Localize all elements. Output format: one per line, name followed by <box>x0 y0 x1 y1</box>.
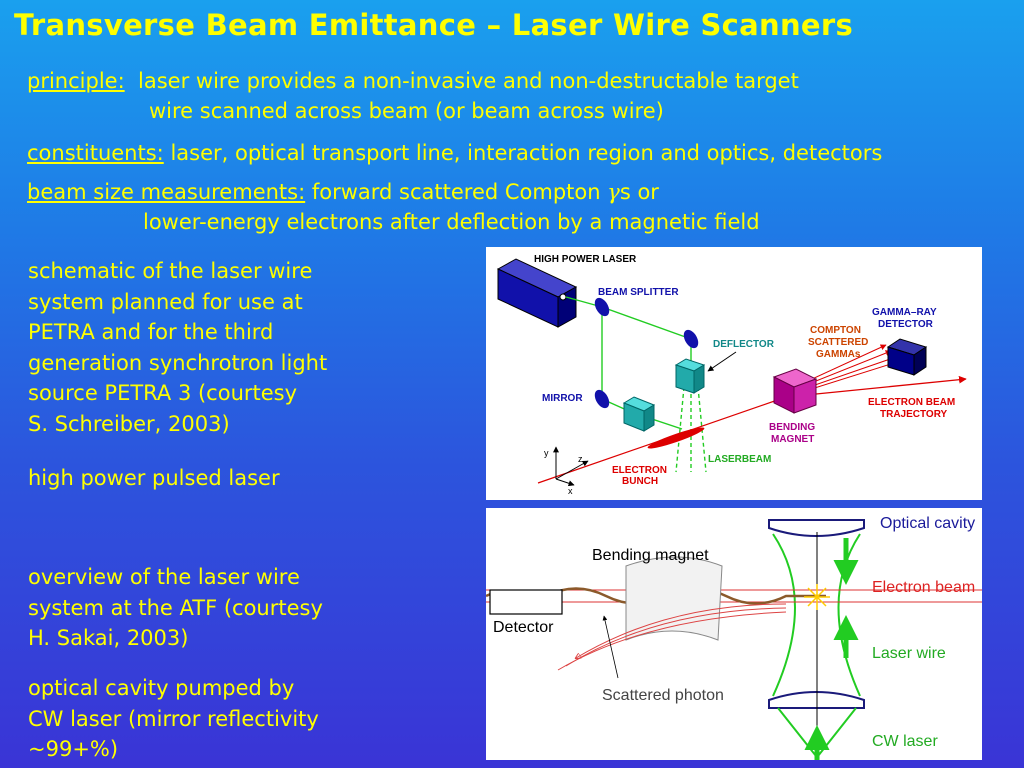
lower-optic-cube <box>622 396 656 432</box>
cavity-caption-line: CW laser (mirror reflectivity <box>28 706 319 731</box>
mirror-optic <box>594 389 610 409</box>
petra-caption-line: system planned for use at <box>28 289 303 314</box>
label-scattered-photon: Scattered photon <box>602 687 724 704</box>
label-gamma-detector-2: DETECTOR <box>878 319 934 330</box>
label-mirror: MIRROR <box>542 393 583 404</box>
label-bending-1: BENDING <box>769 422 815 433</box>
label-high-power-laser: HIGH POWER LASER <box>534 254 637 265</box>
petra-schematic: HIGH POWER LASER BEAM SPLITTER DEFLECTOR… <box>496 254 967 496</box>
beam-size-line-1: beam size measurements: forward scattere… <box>27 180 659 204</box>
petra-caption-line: generation synchrotron light <box>28 350 328 375</box>
upper-mirror-optic <box>683 329 699 349</box>
scattered-photon-curves <box>557 603 787 671</box>
petra-schematic-panel: HIGH POWER LASER BEAM SPLITTER DEFLECTOR… <box>486 247 982 500</box>
upper-cavity-mirror <box>768 519 865 537</box>
label-detector: Detector <box>493 619 554 636</box>
axis-z-label: z <box>578 454 583 464</box>
label-beam-splitter: BEAM SPLITTER <box>598 287 679 298</box>
beam-size-text-2: lower-energy electrons after deflection … <box>143 210 760 234</box>
high-power-laser-box <box>496 258 578 328</box>
label-compton-3: GAMMAs <box>816 349 861 360</box>
principle-line-1: principle: laser wire provides a non-inv… <box>27 69 799 93</box>
label-bending-magnet: Bending magnet <box>592 547 709 564</box>
photon-pointer <box>602 615 619 679</box>
label-cw-laser: CW laser <box>872 733 938 750</box>
axis-x-label: x <box>568 486 573 496</box>
petra-caption-line: PETRA and for the third <box>28 320 274 344</box>
beam-size-label: beam size measurements: <box>27 180 306 204</box>
petra-caption-line: schematic of the laser wire <box>28 259 313 283</box>
label-electron-beam: Electron beam <box>872 579 975 596</box>
label-optical-cavity: Optical cavity <box>880 515 975 532</box>
label-electron-beam-1: ELECTRON BEAM <box>868 397 955 408</box>
atf-caption-line: overview of the laser wire <box>28 565 300 589</box>
atf-caption: overview of the laser wire system at the… <box>28 562 323 654</box>
principle-text-2: wire scanned across beam (or beam across… <box>149 99 664 123</box>
label-electron-bunch-1: ELECTRON <box>612 465 667 476</box>
constituents-label: constituents: <box>27 141 164 165</box>
principle-label: principle: <box>27 69 125 93</box>
beam-splitter-optic <box>594 297 610 317</box>
cavity-caption-line: optical cavity pumped by <box>28 676 295 700</box>
slide-title: Transverse Beam Emittance – Laser Wire S… <box>14 8 854 42</box>
axis-y-label: y <box>544 448 549 458</box>
coordinate-axes <box>553 446 589 487</box>
beam-size-text-1a: forward scattered Compton <box>311 180 601 204</box>
label-electron-bunch-2: BUNCH <box>622 476 658 487</box>
cavity-caption: optical cavity pumped by CW laser (mirro… <box>28 673 319 765</box>
label-laser-wire: Laser wire <box>872 645 946 662</box>
petra-caption-line: source PETRA 3 (courtesy <box>28 381 298 405</box>
detector-box <box>489 589 563 615</box>
label-bending-2: MAGNET <box>771 434 814 445</box>
gamma-detector-box <box>886 338 928 376</box>
petra-caption: schematic of the laser wire system plann… <box>28 256 327 439</box>
constituents-text: laser, optical transport line, interacti… <box>170 141 883 165</box>
label-compton-2: SCATTERED <box>808 337 868 348</box>
atf-caption-line: system at the ATF (courtesy <box>28 595 323 620</box>
deflector-cube <box>674 358 706 394</box>
constituents-line: constituents: laser, optical transport l… <box>27 141 882 165</box>
bending-magnet-block <box>625 556 723 641</box>
atf-caption-line: H. Sakai, 2003) <box>28 626 189 650</box>
label-deflector: DEFLECTOR <box>713 339 775 350</box>
atf-overview: Optical cavity Electron beam Laser wire … <box>486 515 982 760</box>
atf-overview-panel: Optical cavity Electron beam Laser wire … <box>486 508 982 760</box>
laser-caption: high power pulsed laser <box>28 466 280 490</box>
principle-text-1: laser wire provides a non-invasive and n… <box>138 69 799 93</box>
gamma-symbol: γ <box>607 180 620 204</box>
label-compton-1: COMPTON <box>810 325 861 336</box>
label-electron-beam-2: TRAJECTORY <box>880 409 948 420</box>
petra-caption-line: S. Schreiber, 2003) <box>28 411 230 436</box>
bending-magnet-shape <box>772 368 818 414</box>
label-gamma-detector-1: GAMMA–RAY <box>872 307 937 318</box>
beam-size-text-1b: s or <box>619 180 659 204</box>
interaction-point <box>804 584 830 610</box>
label-laserbeam: LASERBEAM <box>708 454 771 465</box>
cavity-caption-line: ~99+%) <box>28 737 119 761</box>
